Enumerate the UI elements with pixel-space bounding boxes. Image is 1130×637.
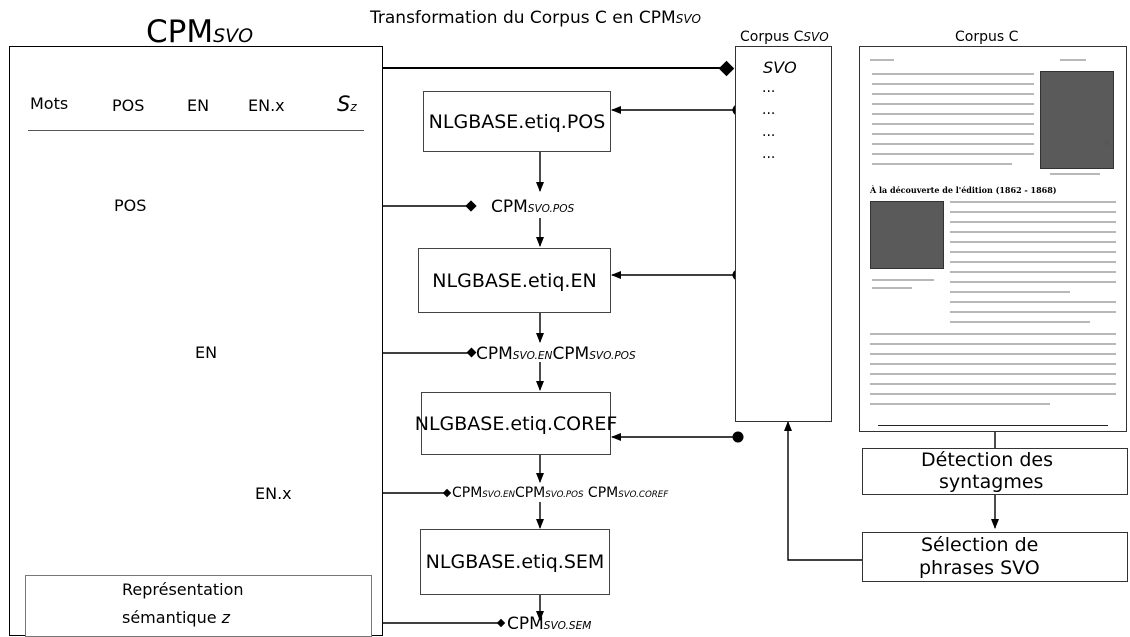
en-diamond — [466, 347, 477, 358]
doc-line — [950, 261, 1116, 263]
doc-line — [950, 201, 1116, 203]
col-sz: Sz — [337, 92, 357, 116]
rep-line-1: Représentation — [122, 580, 244, 599]
doc-line — [872, 83, 1034, 85]
cpm-svo-box — [9, 46, 383, 636]
doc-line — [872, 113, 1034, 115]
doc-line — [870, 393, 1116, 395]
cpm-en-label: CPMSVO.ENCPMSVO.POS — [476, 344, 636, 364]
doc-line — [872, 73, 1034, 75]
doc-line — [950, 271, 1116, 273]
selection-svo-box: Sélection de phrases SVO — [862, 532, 1128, 582]
corpus-ellipsis-1: ... — [762, 80, 776, 96]
cpm-svo-title: CPMSVO — [146, 14, 254, 50]
corpus-csvo-box — [735, 46, 832, 422]
detection-line-1: Détection des — [921, 449, 1053, 471]
sem-diamond — [496, 618, 506, 628]
doc-line — [950, 231, 1116, 233]
step-etiq-pos: NLGBASE.etiq.POS — [423, 91, 611, 152]
output-enx: EN.x — [255, 484, 292, 503]
cpm-sem-label: CPMSVO.SEM — [507, 614, 592, 634]
corpus-c-label: Corpus C — [955, 29, 1019, 45]
col-enx: EN.x — [248, 96, 285, 115]
doc-line — [872, 143, 1034, 145]
doc-header-mark-2 — [1060, 59, 1086, 61]
step-etiq-en: NLGBASE.etiq.EN — [418, 248, 611, 313]
diagram-title: Transformation du Corpus C en CPMSVO — [370, 8, 701, 28]
photo-caption — [872, 287, 912, 289]
doc-line — [870, 403, 1050, 405]
photo-caption — [872, 279, 934, 281]
semantic-representation-box: Représentation sémantique z — [25, 575, 372, 637]
doc-line — [870, 373, 1116, 375]
doc-line — [950, 301, 1116, 303]
cpm-pos-label: CPMSVO.POS — [491, 197, 575, 217]
corpus-ellipsis-3: ... — [762, 124, 776, 140]
svo-diamond — [718, 60, 735, 77]
doc-section-heading: À la découverte de l'édition (1862 - 186… — [870, 185, 1057, 195]
table-header-rule — [28, 130, 364, 131]
col-pos: POS — [112, 96, 145, 115]
doc-line — [872, 93, 1034, 95]
doc-line — [870, 383, 1116, 385]
selection-line-2: phrases SVO — [919, 557, 1040, 579]
doc-line — [872, 133, 1034, 135]
corpus-svo-item: SVO — [763, 58, 797, 77]
corpus-ellipsis-4: ... — [762, 146, 776, 162]
portrait-photo — [1040, 71, 1114, 169]
corpus-ellipsis-2: ... — [762, 102, 776, 118]
col-mots: Mots — [30, 94, 69, 113]
cursor-icon: ⇱ — [1104, 139, 1113, 150]
feed-dot-3 — [732, 431, 744, 443]
enx-diamond — [442, 488, 452, 498]
col-en: EN — [187, 96, 210, 115]
doc-line — [950, 221, 1116, 223]
photo-caption — [1050, 173, 1100, 175]
doc-line — [950, 321, 1090, 323]
doc-footer-rule — [878, 425, 1108, 426]
doc-line — [950, 251, 1116, 253]
doc-line — [950, 311, 1116, 313]
selection-line-1: Sélection de — [921, 534, 1039, 556]
step-etiq-sem: NLGBASE.etiq.SEM — [420, 529, 610, 595]
doc-line — [872, 163, 1012, 165]
street-photo — [870, 201, 944, 269]
detection-syntagmes-box: Détection des syntagmes — [862, 448, 1128, 495]
doc-line — [950, 281, 1116, 283]
doc-line — [870, 363, 1116, 365]
doc-line — [872, 153, 1034, 155]
selection-to-csvo-arrow — [784, 421, 862, 561]
output-en: EN — [195, 343, 218, 362]
doc-line — [950, 291, 1070, 293]
pos-diamond — [465, 200, 477, 212]
doc-line — [870, 353, 1116, 355]
output-pos: POS — [114, 196, 147, 215]
doc-line — [870, 343, 1116, 345]
doc-header-mark — [870, 59, 894, 61]
doc-line — [870, 333, 1116, 335]
step-etiq-coref: NLGBASE.etiq.COREF — [415, 392, 617, 455]
detection-line-2: syntagmes — [939, 471, 1044, 493]
rep-line-2: sémantique z — [122, 608, 231, 627]
corpus-csvo-label: Corpus CSVO — [740, 29, 829, 45]
corpus-c-document: À la découverte de l'édition (1862 - 186… — [859, 46, 1127, 432]
doc-line — [872, 123, 1034, 125]
doc-line — [950, 211, 1116, 213]
doc-line — [872, 103, 1034, 105]
cpm-coref-label: CPMSVO.ENCPMSVO.POS CPMSVO.COREF — [452, 485, 669, 501]
doc-line — [950, 241, 1116, 243]
